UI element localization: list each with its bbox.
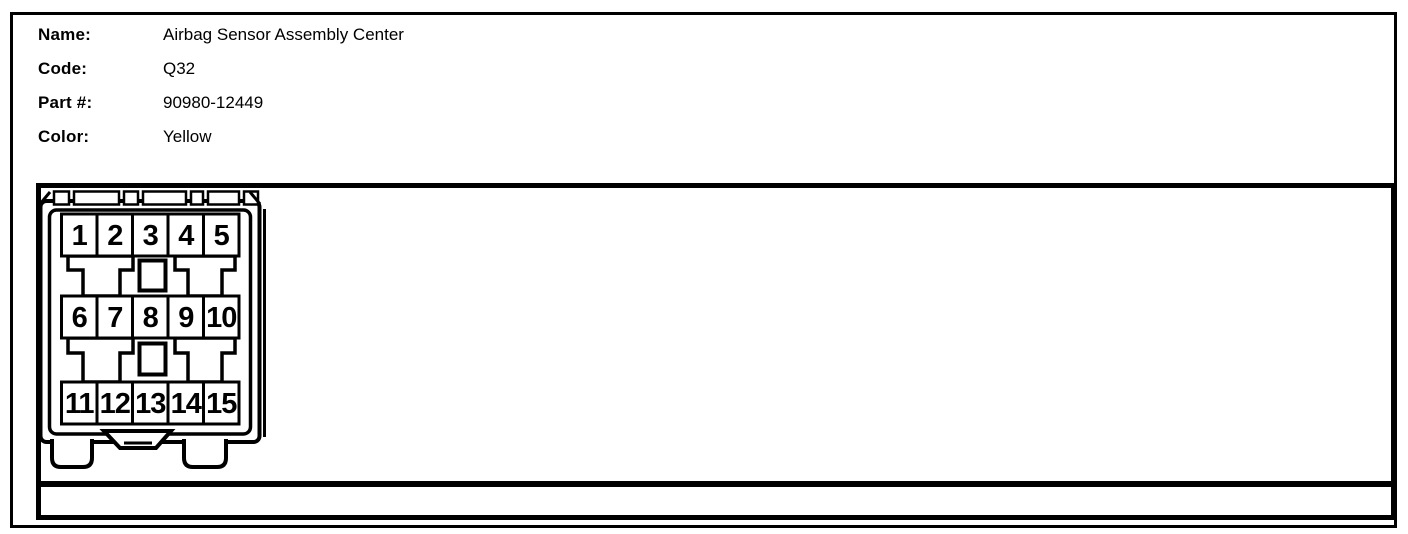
header-field-color: Color: Yellow — [38, 126, 404, 147]
pin-number: 6 — [72, 302, 88, 334]
lock-tab — [72, 190, 121, 206]
key-tee — [173, 254, 237, 298]
pin-cell — [202, 294, 241, 340]
pin-cell — [202, 380, 241, 426]
connector-keying-shapes — [66, 254, 237, 384]
pin-cell — [131, 212, 170, 258]
field-label: Name: — [38, 25, 91, 44]
pin-cell — [166, 294, 205, 340]
pin-number: 7 — [107, 302, 122, 334]
pin-cell — [131, 294, 170, 340]
pin-row-3: 11 12 13 14 15 — [60, 380, 241, 426]
diagram-panel — [36, 183, 1396, 520]
pin-cell — [131, 380, 170, 426]
pin-number: 4 — [178, 220, 194, 252]
panel-divider-line — [41, 481, 1391, 487]
pin-row-2: 6 7 8 9 10 — [60, 294, 241, 340]
pin-number: 11 — [65, 388, 95, 420]
pin-cell — [166, 380, 205, 426]
header-field-name: Name: Airbag Sensor Assembly Center — [38, 24, 404, 45]
pin-number: 2 — [107, 220, 122, 252]
lock-tab — [189, 190, 205, 206]
field-value: Airbag Sensor Assembly Center — [163, 25, 404, 44]
pin-cell — [95, 294, 134, 340]
pin-number: 3 — [143, 220, 159, 252]
key-tee — [66, 254, 135, 298]
pin-number: 5 — [214, 220, 230, 252]
pin-number: 9 — [178, 302, 194, 334]
connector-diagram: 1 2 3 4 5 6 7 8 9 10 11 12 — [38, 190, 266, 469]
top-right-chamfer — [248, 191, 262, 205]
lock-tab — [52, 190, 71, 206]
pin-number: 15 — [206, 388, 237, 420]
pin-number: 8 — [143, 302, 159, 334]
header-field-code: Code: Q32 — [38, 58, 404, 79]
field-value: Q32 — [163, 59, 196, 78]
pin-cell — [202, 212, 241, 258]
field-value: Yellow — [163, 127, 212, 146]
key-square — [137, 341, 168, 377]
pin-number: 13 — [135, 388, 166, 420]
connector-foot-right — [182, 439, 228, 469]
pin-row-1: 1 2 3 4 5 — [60, 212, 241, 258]
connector-top-lock-tabs — [38, 190, 262, 206]
lock-tab — [206, 190, 241, 206]
pin-cell — [60, 380, 99, 426]
connector-foot-left — [50, 439, 94, 469]
pin-number: 12 — [100, 388, 130, 420]
connector-bottom-chevron-notch — [99, 429, 176, 450]
field-value: 90980-12449 — [163, 93, 264, 112]
pin-cell — [60, 212, 99, 258]
lock-tab — [122, 190, 140, 206]
field-label: Color: — [38, 127, 90, 146]
pin-number: 10 — [206, 302, 236, 334]
pin-number: 1 — [72, 220, 88, 252]
lock-tab — [141, 190, 188, 206]
field-label: Code: — [38, 59, 88, 78]
pin-cell — [60, 294, 99, 340]
header-info-block: Name: Airbag Sensor Assembly Center Code… — [38, 24, 404, 160]
header-field-part-number: Part #: 90980-12449 — [38, 92, 404, 113]
field-label: Part #: — [38, 93, 93, 112]
pin-number: 14 — [171, 388, 202, 420]
key-tee — [66, 336, 135, 384]
empty-notes-strip — [41, 487, 1391, 515]
key-square — [137, 258, 168, 293]
key-tee — [173, 336, 237, 384]
top-left-chamfer — [38, 191, 52, 205]
